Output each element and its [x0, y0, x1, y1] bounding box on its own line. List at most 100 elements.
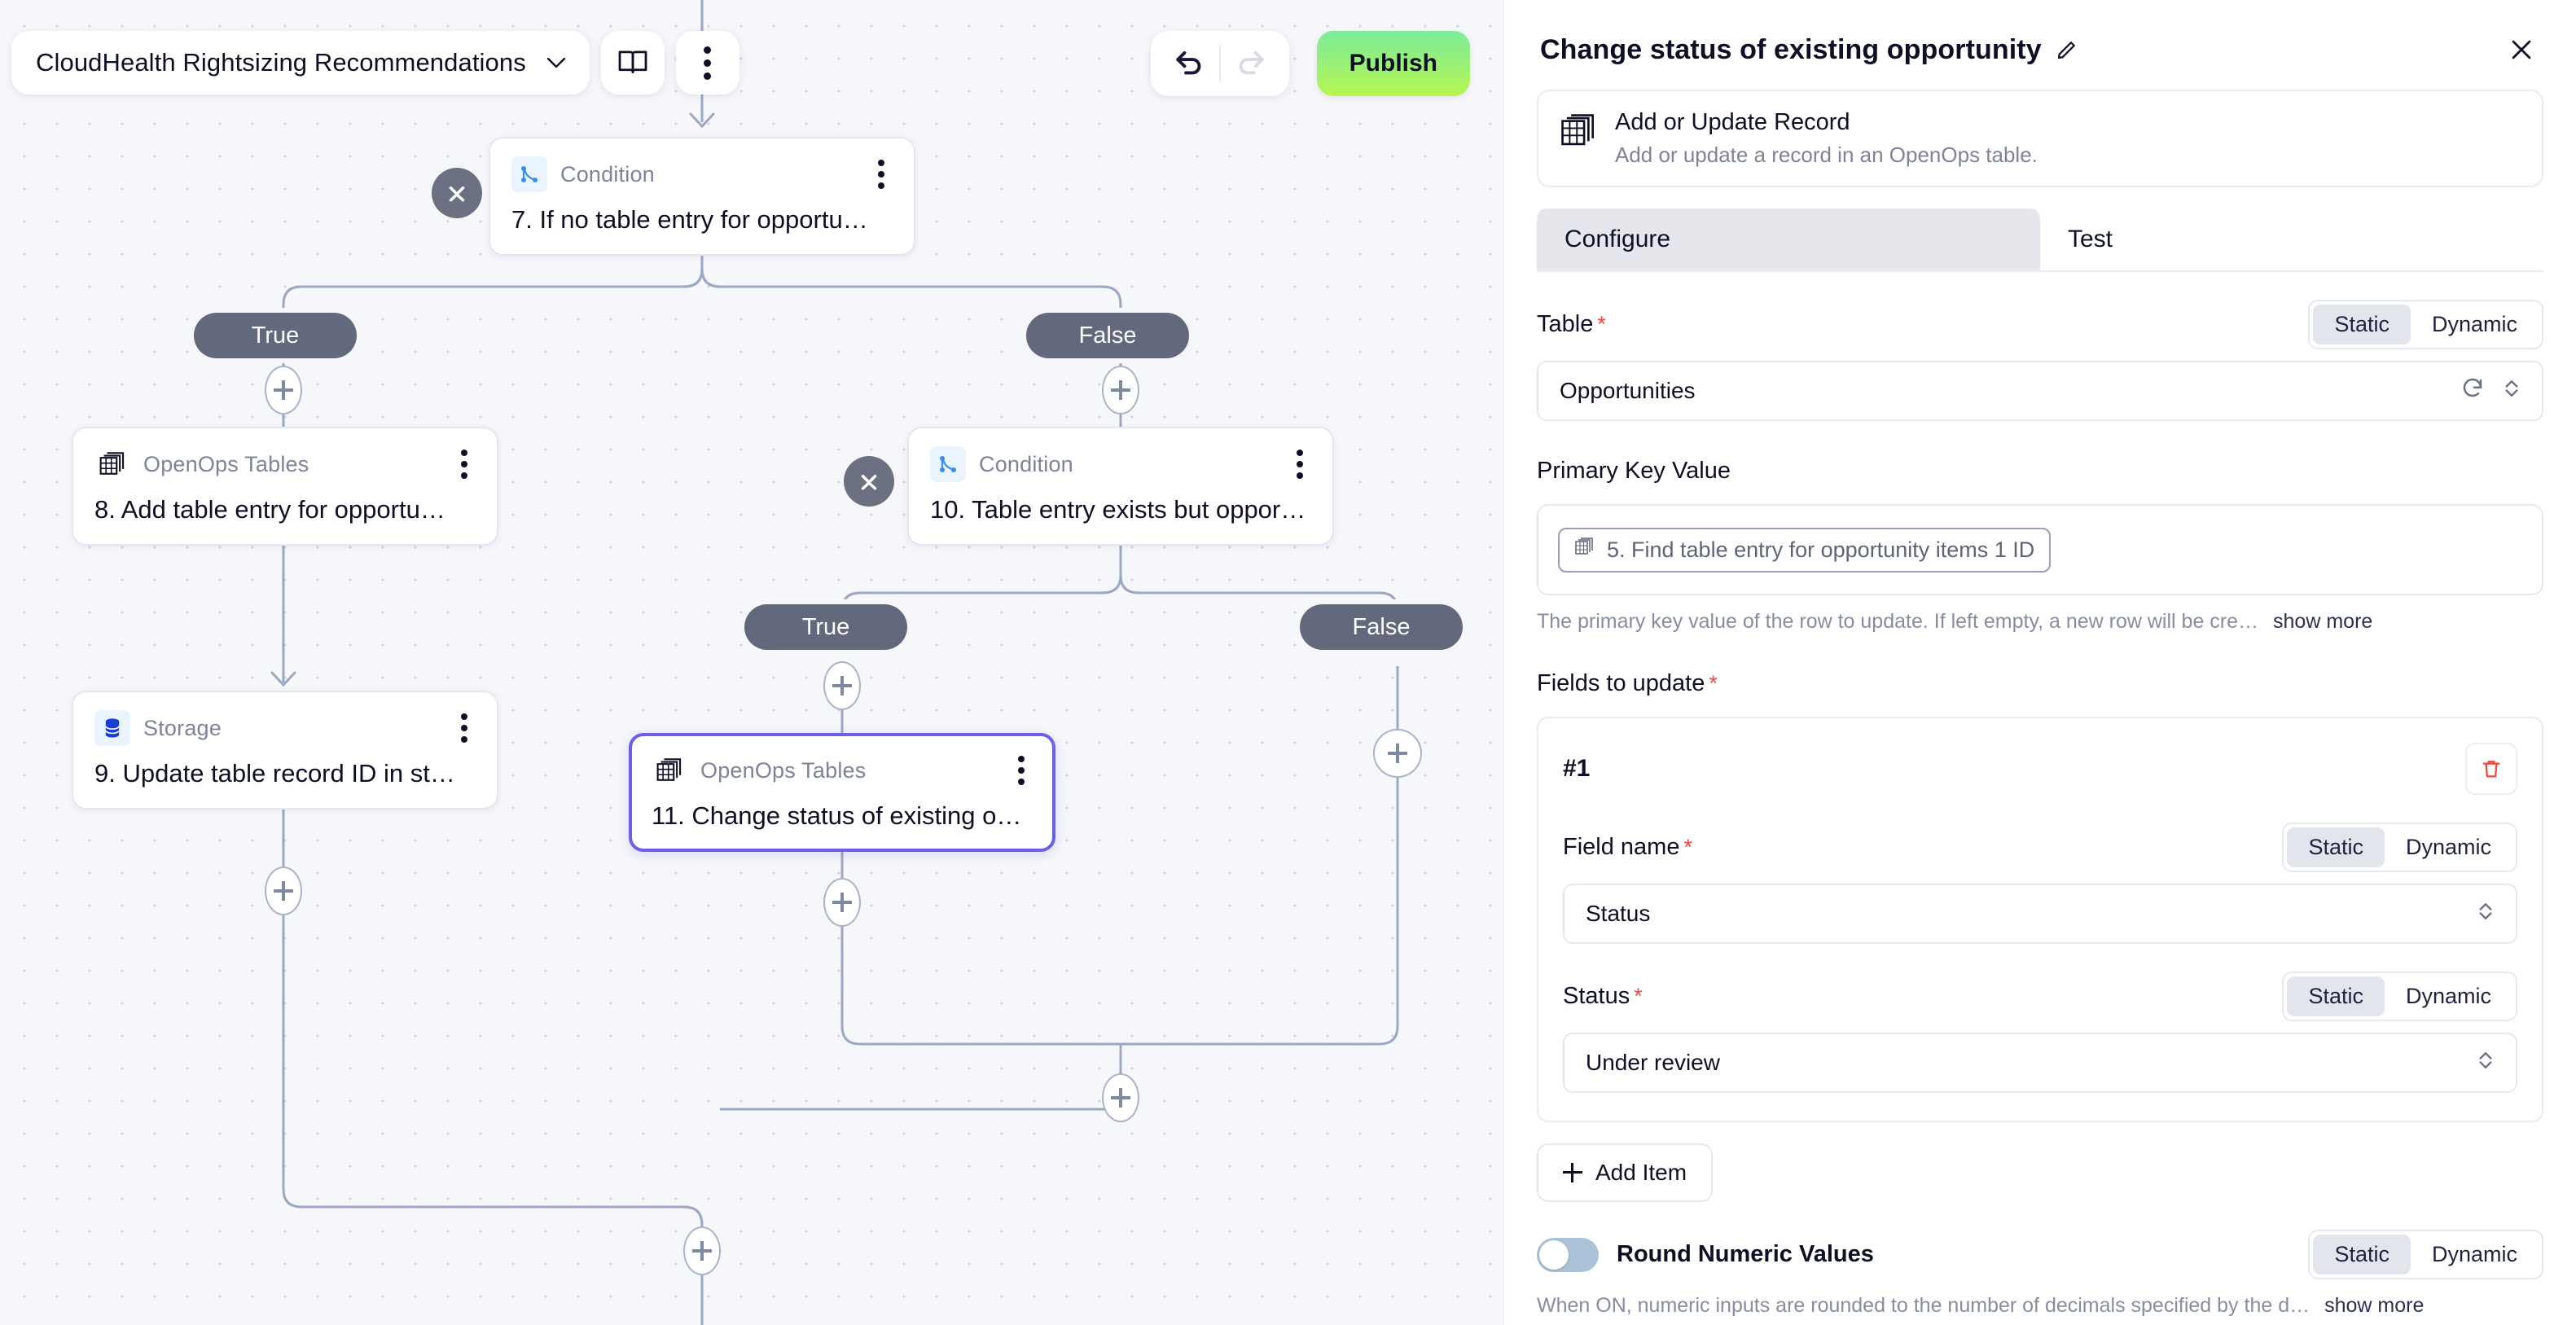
workflow-canvas[interactable]: CloudHealth Rightsizing Recommendations [0, 0, 1503, 1325]
field-value-value: Under review [1586, 1050, 1720, 1075]
redo-button[interactable] [1221, 31, 1279, 96]
round-numeric-mode-toggle[interactable]: Static Dynamic [2308, 1230, 2543, 1279]
workflow-node-10[interactable]: Condition 10. Table entry exists but opp… [907, 427, 1334, 546]
chevron-updown-icon [2503, 376, 2521, 406]
branch-label-true-2: True [744, 604, 907, 650]
book-icon [618, 50, 647, 74]
flow-name-dropdown[interactable]: CloudHealth Rightsizing Recommendations [11, 31, 590, 94]
node-header: Condition [930, 445, 1311, 484]
canvas-toolbar-right: Publish [1150, 31, 1470, 96]
publish-button[interactable]: Publish [1316, 31, 1470, 96]
refresh-icon[interactable] [2460, 376, 2485, 406]
round-numeric-row: Round Numeric Values Static Dynamic [1537, 1230, 2543, 1279]
mention-chip[interactable]: 5. Find table entry for opportunity item… [1558, 527, 2052, 573]
node-menu-button[interactable] [453, 445, 476, 484]
add-item-button[interactable]: Add Item [1537, 1143, 1714, 1202]
node-kind-label: OpenOps Tables [143, 451, 309, 476]
mention-chip-text: 5. Find table entry for opportunity item… [1607, 537, 2035, 562]
workflow-node-9[interactable]: Storage 9. Update table record ID in st… [72, 691, 498, 809]
field-value-mode-static[interactable]: Static [2287, 976, 2385, 1016]
chevron-down-icon [546, 57, 565, 68]
table-icon [94, 446, 130, 482]
collapse-chevrons-icon [861, 475, 877, 490]
add-step-button-true-2[interactable] [823, 661, 861, 710]
close-icon[interactable] [2503, 31, 2540, 68]
add-step-button-after-9[interactable] [265, 867, 302, 915]
node-menu-button[interactable] [1010, 751, 1033, 790]
branch-icon [511, 156, 547, 192]
flow-name-label: CloudHealth Rightsizing Recommendations [36, 48, 526, 77]
panel-title: Change status of existing opportunity [1540, 33, 2042, 65]
table-selected-value: Opportunities [1560, 378, 1696, 403]
panel-tabs: Configure Test [1537, 208, 2543, 272]
add-step-button-false-2[interactable] [1373, 729, 1422, 778]
field-value-mode-toggle[interactable]: Static Dynamic [2282, 972, 2517, 1021]
branch-label-false-1: False [1026, 313, 1189, 358]
table-mode-static[interactable]: Static [2313, 305, 2411, 344]
workflow-node-8[interactable]: OpenOps Tables 8. Add table entry for op… [72, 427, 498, 546]
tab-test[interactable]: Test [2068, 226, 2113, 252]
field-name-mode-dynamic[interactable]: Dynamic [2405, 835, 2491, 859]
chevron-updown-icon [2477, 1048, 2495, 1078]
round-numeric-toggle[interactable] [1537, 1237, 1599, 1272]
piece-info-card: Add or Update Record Add or update a rec… [1537, 90, 2543, 187]
piece-description: Add or update a record in an OpenOps tab… [1615, 143, 2038, 167]
node-menu-button[interactable] [1288, 445, 1311, 484]
workflow-node-7[interactable]: Condition 7. If no table entry for oppor… [489, 137, 915, 256]
field-item-card: #1 Field name * Static Dynamic [1537, 717, 2543, 1122]
primary-key-helper: The primary key value of the row to upda… [1537, 610, 2543, 634]
round-numeric-helper-text: When ON, numeric inputs are rounded to t… [1537, 1294, 2311, 1317]
node-kind-label: OpenOps Tables [700, 757, 867, 783]
plus-icon [1563, 1163, 1582, 1182]
add-step-button-join-1[interactable] [683, 1226, 721, 1275]
round-numeric-mode-static[interactable]: Static [2313, 1235, 2411, 1275]
round-numeric-label: Round Numeric Values [1617, 1241, 1874, 1267]
table-field-label: Table [1537, 311, 1594, 337]
node-name-label: 8. Add table entry for opportu… [94, 495, 445, 524]
panel-body: Table * Static Dynamic Opportunities [1504, 300, 2576, 1325]
pencil-icon[interactable] [2055, 37, 2079, 62]
toggle-knob [1539, 1239, 1569, 1270]
node-name-label: 9. Update table record ID in st… [94, 759, 455, 788]
delete-field-button[interactable] [2465, 743, 2517, 795]
tab-configure[interactable]: Configure [1537, 208, 2040, 270]
docs-button[interactable] [600, 31, 665, 94]
add-step-button-true-1[interactable] [265, 366, 302, 415]
field-name-row: Field name * Static Dynamic [1563, 823, 2517, 872]
database-icon [94, 710, 130, 746]
table-mode-dynamic[interactable]: Dynamic [2431, 312, 2517, 336]
primary-key-row: Primary Key Value [1537, 449, 2543, 493]
collapse-branch-button-10[interactable] [844, 456, 894, 507]
round-numeric-mode-dynamic[interactable]: Dynamic [2431, 1242, 2517, 1266]
table-mode-toggle[interactable]: Static Dynamic [2308, 300, 2543, 349]
node-menu-button[interactable] [453, 709, 476, 748]
field-value-mode-dynamic[interactable]: Dynamic [2405, 984, 2491, 1008]
add-step-button-join-2[interactable] [1102, 1073, 1139, 1122]
undo-icon [1175, 50, 1200, 75]
field-value-select[interactable]: Under review [1563, 1033, 2517, 1093]
node-menu-button[interactable] [870, 155, 893, 194]
undo-button[interactable] [1161, 31, 1219, 96]
primary-key-input[interactable]: 5. Find table entry for opportunity item… [1537, 504, 2543, 595]
node-name-label: 10. Table entry exists but oppor… [930, 495, 1306, 524]
required-asterisk: * [1597, 312, 1606, 336]
undo-redo-group [1150, 31, 1289, 96]
round-numeric-show-more[interactable]: show more [2324, 1294, 2425, 1317]
field-name-value: Status [1586, 901, 1651, 926]
add-step-button-after-11[interactable] [823, 878, 861, 927]
field-value-row: Status * Static Dynamic [1563, 972, 2517, 1021]
workflow-node-11[interactable]: OpenOps Tables 11. Change status of exis… [629, 733, 1055, 852]
branch-label-false-2: False [1300, 604, 1463, 650]
primary-key-label: Primary Key Value [1537, 457, 1731, 484]
field-name-select[interactable]: Status [1563, 884, 2517, 944]
table-icon [652, 752, 687, 788]
add-step-button-false-1[interactable] [1102, 366, 1139, 415]
field-name-mode-static[interactable]: Static [2287, 827, 2385, 867]
collapse-branch-button-7[interactable] [432, 168, 482, 218]
primary-key-show-more[interactable]: show more [2273, 610, 2373, 633]
field-item-header: #1 [1563, 743, 2517, 795]
add-item-label: Add Item [1595, 1160, 1687, 1185]
canvas-more-button[interactable] [675, 31, 739, 94]
field-name-mode-toggle[interactable]: Static Dynamic [2282, 823, 2517, 872]
table-select[interactable]: Opportunities [1537, 361, 2543, 421]
